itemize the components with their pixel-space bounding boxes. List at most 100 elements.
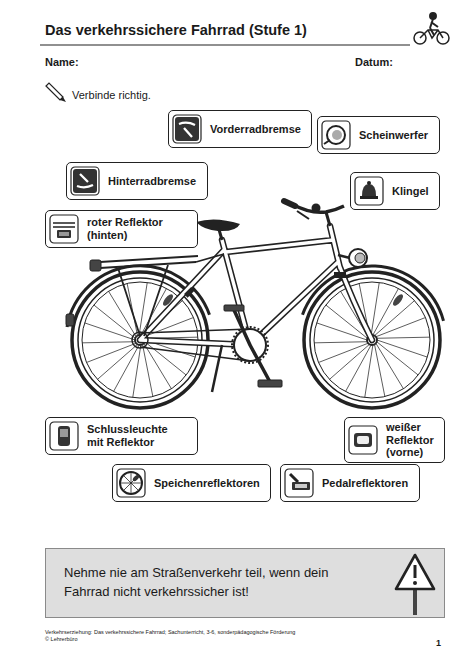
wheel-spoke bbox=[143, 344, 153, 396]
wheel-spoke bbox=[329, 344, 369, 379]
part-icon bbox=[354, 176, 384, 206]
wheel-spokes bbox=[120, 472, 142, 494]
icon-frame bbox=[285, 469, 313, 497]
bell-base bbox=[360, 196, 378, 199]
wheel-spoke bbox=[375, 301, 415, 336]
warning-box: Nehme nie am Straßenverkehr teil, wenn d… bbox=[45, 548, 445, 618]
page-number: 1 bbox=[436, 638, 441, 648]
part-label-box: Schlussleuchte mit Reflektor bbox=[45, 417, 198, 455]
part-icon bbox=[116, 468, 146, 498]
wheel-spoke bbox=[371, 282, 379, 335]
part-name: Klingel bbox=[392, 185, 429, 198]
text-holder: Pedalreflektoren bbox=[322, 477, 408, 490]
text-holder: Speichenreflektoren bbox=[154, 477, 260, 490]
front-reflector bbox=[354, 433, 372, 447]
lamp-mount bbox=[324, 140, 330, 144]
wheel-spoke bbox=[82, 342, 135, 343]
wheel-spoke bbox=[377, 340, 427, 357]
wheel-rim bbox=[120, 472, 142, 494]
footer-note: Verkehrserziehung: Das verkehrssichere F… bbox=[45, 629, 295, 635]
cyclist-icon bbox=[414, 13, 449, 44]
warning-sign bbox=[394, 553, 438, 615]
wheel-spoke bbox=[377, 342, 419, 375]
wheel-spoke bbox=[377, 337, 430, 338]
icon-frame bbox=[117, 469, 145, 497]
part-name: Pedalreflektoren bbox=[322, 477, 408, 490]
tail-lamp bbox=[58, 426, 70, 446]
part-label-box: Hinterradbremse bbox=[66, 162, 208, 200]
reflector bbox=[57, 230, 71, 238]
wheel-spoke bbox=[317, 323, 367, 340]
reflector-face bbox=[59, 232, 69, 236]
sign-post bbox=[413, 589, 417, 615]
tail-lens bbox=[60, 429, 68, 437]
bell-knob bbox=[367, 181, 371, 185]
icon-frame bbox=[71, 167, 99, 195]
bicycle-drawing bbox=[66, 201, 444, 408]
icon-frame bbox=[50, 215, 78, 243]
wheel-spoke bbox=[133, 345, 141, 398]
wheel-spoke bbox=[376, 318, 426, 337]
pedal-reflector bbox=[295, 484, 307, 488]
part-label-box: Klingel bbox=[350, 172, 440, 210]
part-name: Speichenreflektoren bbox=[154, 477, 260, 490]
text-holder: roter Reflektor (hinten) bbox=[87, 216, 187, 241]
icon-frame bbox=[50, 422, 78, 450]
instruction-text: Verbinde richtig. bbox=[72, 89, 151, 101]
part-name: Schlussleuchte mit Reflektor bbox=[87, 423, 187, 448]
part-icon bbox=[49, 421, 79, 451]
rack-bars bbox=[53, 223, 75, 227]
wheel-spoke bbox=[314, 342, 367, 343]
wheel-spoke bbox=[85, 323, 135, 340]
part-name: Scheinwerfer bbox=[359, 129, 428, 142]
text-holder: Klingel bbox=[392, 185, 429, 198]
bell-dome bbox=[362, 184, 376, 196]
brake-lever bbox=[77, 174, 93, 187]
part-name: Hinterradbremse bbox=[108, 175, 196, 188]
wheel-spoke bbox=[87, 343, 137, 362]
spoke-reflector bbox=[132, 474, 140, 482]
icon-ground bbox=[73, 169, 97, 193]
part-icon bbox=[348, 425, 378, 455]
part-label-box: Scheinwerfer bbox=[317, 116, 440, 154]
text-holder: Vorderradbremse bbox=[210, 123, 301, 136]
front-face bbox=[357, 436, 369, 444]
part-name: roter Reflektor (hinten) bbox=[87, 216, 187, 241]
icon-ground bbox=[175, 117, 199, 141]
footer-note: © Lehrerbüro bbox=[45, 636, 78, 642]
part-icon bbox=[284, 468, 314, 498]
crank bbox=[290, 474, 298, 482]
wheel-spoke bbox=[345, 345, 371, 392]
wheel-spoke bbox=[375, 344, 385, 396]
part-name: Vorderradbremse bbox=[210, 123, 301, 136]
icon-frame bbox=[322, 121, 350, 149]
wheel-spoke bbox=[319, 343, 369, 362]
part-name: weißer Reflektor (vorne) bbox=[386, 421, 434, 459]
text-holder: weißer Reflektor (vorne) bbox=[386, 421, 434, 459]
header-rule bbox=[40, 44, 410, 45]
part-label-box: Vorderradbremse bbox=[168, 110, 312, 148]
icon-frame bbox=[355, 177, 383, 205]
form-field-label: Name: bbox=[45, 56, 79, 68]
wheel-spoke bbox=[145, 342, 187, 375]
part-label-box: Speichenreflektoren bbox=[112, 464, 271, 502]
icon-frame bbox=[173, 115, 201, 143]
part-icon bbox=[49, 214, 79, 244]
warning-text: Nehme nie am Straßenverkehr teil, wenn d… bbox=[64, 564, 364, 602]
text-holder: Hinterradbremse bbox=[108, 175, 196, 188]
icon-frame bbox=[349, 426, 377, 454]
text-holder: Schlussleuchte mit Reflektor bbox=[87, 423, 187, 448]
form-field-label: Datum: bbox=[355, 56, 393, 68]
wheel-spoke bbox=[97, 344, 137, 379]
worksheet-title: Das verkehrssichere Fahrrad (Stufe 1) bbox=[45, 22, 307, 38]
lamp-lens bbox=[332, 130, 342, 140]
sign-dot bbox=[413, 581, 417, 585]
sign-bar bbox=[414, 565, 417, 578]
sign-triangle bbox=[396, 555, 434, 589]
part-icon bbox=[321, 120, 351, 150]
part-label-box: Pedalreflektoren bbox=[280, 464, 420, 502]
pedal bbox=[292, 482, 310, 490]
part-label-box: weißer Reflektor (vorne) bbox=[344, 417, 445, 463]
pencil-icon bbox=[46, 83, 66, 102]
